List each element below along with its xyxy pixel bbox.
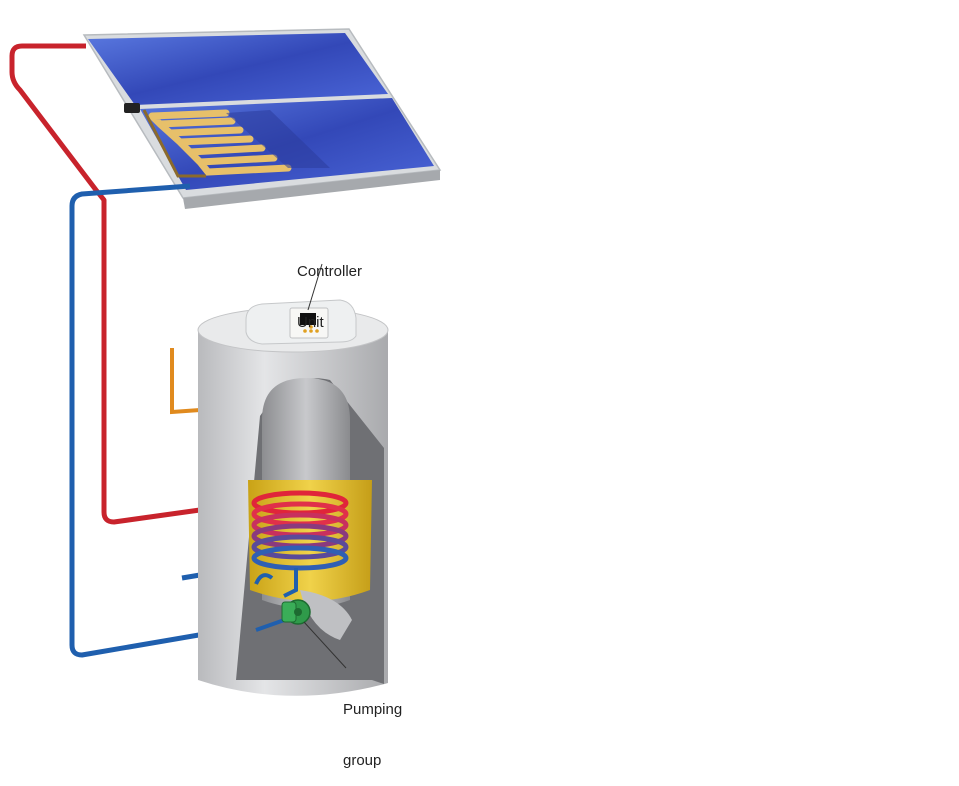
hot-supply-pipe [9,43,215,525]
controller-icon [245,299,357,345]
absorber-coil [148,109,292,176]
controller-label-line2: Unit [297,314,324,331]
pump-label-line1: Pumping [343,701,403,718]
collector-panel-top [88,33,388,105]
pump-leader-line [303,621,347,669]
pump-label-line2: group [343,752,382,769]
controller-button [303,329,307,333]
absorber-header [142,109,206,178]
hot-water-outlet [170,348,201,415]
controller-button [309,325,313,329]
heat-exchanger-coil-icon [251,490,349,571]
controller-unit-label: Controller Unit [297,229,362,348]
coil-turn-6 [251,545,349,571]
pump-housing [281,601,297,623]
controller-label-line1: Controller [297,263,363,280]
coil-outlet-pipe [283,568,298,598]
controller-display [300,313,316,325]
storage-tank-icon [197,299,389,696]
pump-icon [255,599,311,632]
coil-turn-5 [251,534,349,560]
cold-inlet-bend [254,573,274,585]
absorber-cutaway-shadow [226,110,330,168]
collector-clip [124,103,140,113]
controller-leader-line [307,263,323,311]
controller-button [315,329,319,333]
pumping-group-label: Pumping group [343,667,402,786]
inner-shadow [300,590,352,640]
controller-button [309,329,313,333]
solar-collector-icon [82,28,442,209]
collector-frame-edge [183,170,440,209]
cold-return-pipe [69,183,229,658]
solar-water-heater-diagram [9,28,442,696]
pump-hub [294,608,302,616]
